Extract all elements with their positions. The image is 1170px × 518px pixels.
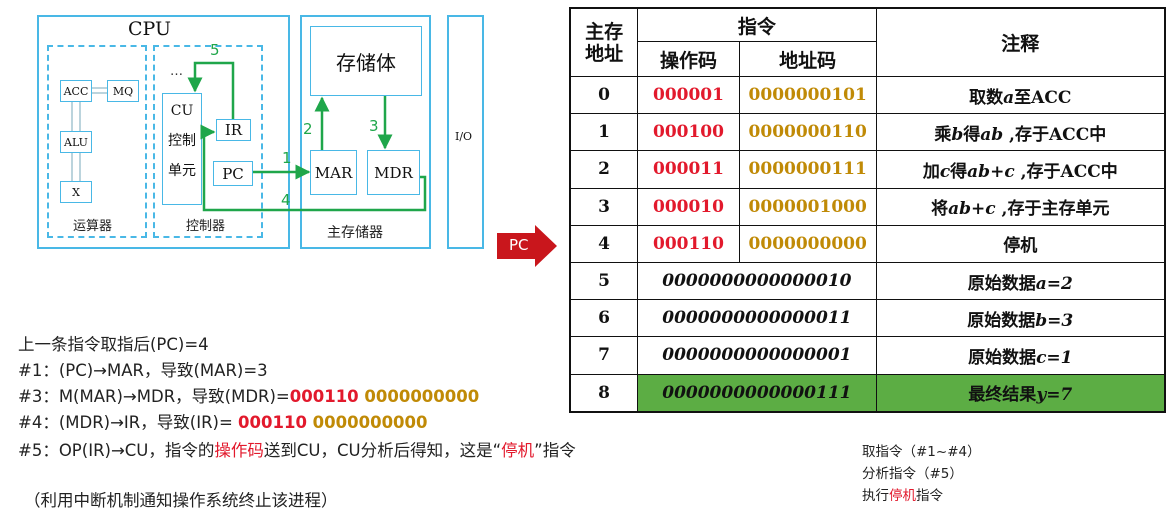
io-box (447, 15, 484, 249)
table-row: 2 000011 0000000111 加c得ab+c ,存于ACC中 (569, 150, 1166, 189)
step-number-3: 3 (369, 117, 379, 135)
cell-comment: 加c得ab+c ,存于ACC中 (875, 150, 1166, 189)
cell-opcode: 000011 (637, 150, 740, 189)
table-row: 4 000110 0000000000 停机 (569, 224, 1166, 263)
header-instruction: 指令 (637, 7, 877, 42)
cell-opcode: 000110 (637, 224, 740, 263)
header-comment: 注释 (875, 7, 1166, 77)
step-number-5: 5 (210, 41, 220, 59)
cell-address: 2 (569, 150, 639, 189)
cell-data: 0000000000000001 (637, 336, 877, 375)
cu-ellipsis: … (170, 64, 183, 79)
cell-comment: 最终结果y=7 (875, 373, 1166, 413)
cell-comment: 取数a至ACC (875, 75, 1166, 115)
datapath-lines (71, 61, 427, 212)
step-line-3: #3：M(MAR)→MDR，导致(MDR)=000110 0000000000 (18, 387, 480, 406)
table-row: 1 000100 0000000110 乘b得ab ,存于ACC中 (569, 113, 1166, 152)
cell-address: 5 (569, 261, 639, 301)
control-group-box (153, 45, 263, 238)
main-memory-box (300, 15, 431, 249)
cu-line-1: CU (170, 103, 194, 119)
cell-addrcode: 0000001000 (738, 187, 877, 226)
summary-analyze: 分析指令（#5） (862, 466, 963, 482)
interrupt-note: （利用中断机制通知操作系统终止该进程） (24, 491, 338, 510)
step-line-5: #5：OP(IR)→CU，指令的操作码送到CU，CU分析后得知，这是“停机”指令 (18, 441, 576, 460)
path-ir-to-cu (187, 61, 235, 119)
cu-line-2: 控制 (168, 133, 196, 149)
step-number-1: 1 (282, 149, 292, 167)
alu-unit: ALU (60, 131, 92, 153)
table-row: 8 0000000000000111 最终结果y=7 (569, 373, 1166, 413)
mar-register: MAR (310, 150, 357, 195)
cell-addrcode: 0000000111 (738, 150, 877, 189)
cell-data: 0000000000000010 (637, 261, 877, 301)
header-opcode: 操作码 (637, 41, 740, 77)
table-row: 6 0000000000000011 原始数据b=3 (569, 299, 1166, 338)
summary-fetch: 取指令（#1~#4） (862, 444, 981, 460)
header-address-line2: 地址 (585, 42, 624, 65)
memory-group-label: 主存储器 (327, 225, 383, 241)
cell-opcode: 000100 (637, 113, 740, 152)
cpu-box (37, 15, 290, 249)
cell-data: 0000000000000111 (637, 373, 877, 413)
header-address: 主存 地址 (569, 7, 639, 77)
cell-comment: 原始数据a=2 (875, 261, 1166, 301)
step-line-4: #4：(MDR)→IR，导致(IR)= 000110 0000000000 (18, 413, 428, 432)
cell-address: 1 (569, 113, 639, 152)
io-label: I/O (455, 130, 473, 143)
alu-group-box (47, 45, 147, 238)
pc-pointer-label: PC (509, 236, 529, 254)
acc-register: ACC (60, 80, 92, 102)
x-register: X (60, 181, 92, 203)
path-mdr-to-ir (200, 124, 427, 212)
cell-addrcode: 0000000110 (738, 113, 877, 152)
header-addrcode: 地址码 (738, 41, 877, 77)
step-line-1: #1：(PC)→MAR，导致(MAR)=3 (18, 361, 268, 380)
table-row: 7 0000000000000001 原始数据c=1 (569, 336, 1166, 375)
cell-opcode: 000001 (637, 75, 740, 115)
cell-addrcode: 0000000101 (738, 75, 877, 115)
cell-address: 3 (569, 187, 639, 226)
cell-address: 8 (569, 373, 639, 413)
cell-data: 0000000000000011 (637, 299, 877, 338)
step-line-pc: 上一条指令取指后(PC)=4 (18, 335, 209, 354)
cell-opcode: 000010 (637, 187, 740, 226)
cell-address: 4 (569, 224, 639, 263)
cpu-label: CPU (128, 18, 172, 40)
cell-comment: 原始数据b=3 (875, 299, 1166, 338)
pc-pointer-arrow (497, 225, 557, 267)
step-number-4: 4 (281, 191, 291, 209)
cu-line-3: 单元 (168, 163, 196, 179)
cell-comment: 将ab+c ,存于主存单元 (875, 187, 1166, 226)
cell-addrcode: 0000000000 (738, 224, 877, 263)
table-row: 5 0000000000000010 原始数据a=2 (569, 261, 1166, 301)
memory-body: 存储体 (310, 26, 422, 96)
mdr-register: MDR (367, 150, 420, 195)
table-row: 3 000010 0000001000 将ab+c ,存于主存单元 (569, 187, 1166, 226)
memory-table: 主存 地址 指令 注释 操作码 地址码 0 000001 0000000101 … (569, 7, 1166, 413)
step-number-2: 2 (303, 120, 313, 138)
cu-unit: CU 控制 单元 (162, 93, 202, 205)
mq-register: MQ (107, 80, 139, 102)
cell-comment: 停机 (875, 224, 1166, 263)
cell-comment: 原始数据c=1 (875, 336, 1166, 375)
summary-execute: 执行停机指令 (862, 488, 943, 504)
cell-address: 6 (569, 299, 639, 338)
pc-register: PC (213, 161, 253, 186)
header-address-line1: 主存 (585, 20, 624, 43)
ir-register: IR (216, 119, 251, 141)
cell-address: 7 (569, 336, 639, 375)
table-row: 0 000001 0000000101 取数a至ACC (569, 75, 1166, 115)
alu-group-label: 运算器 (73, 219, 113, 234)
cell-address: 0 (569, 75, 639, 115)
cell-comment: 乘b得ab ,存于ACC中 (875, 113, 1166, 152)
control-group-label: 控制器 (186, 219, 226, 234)
